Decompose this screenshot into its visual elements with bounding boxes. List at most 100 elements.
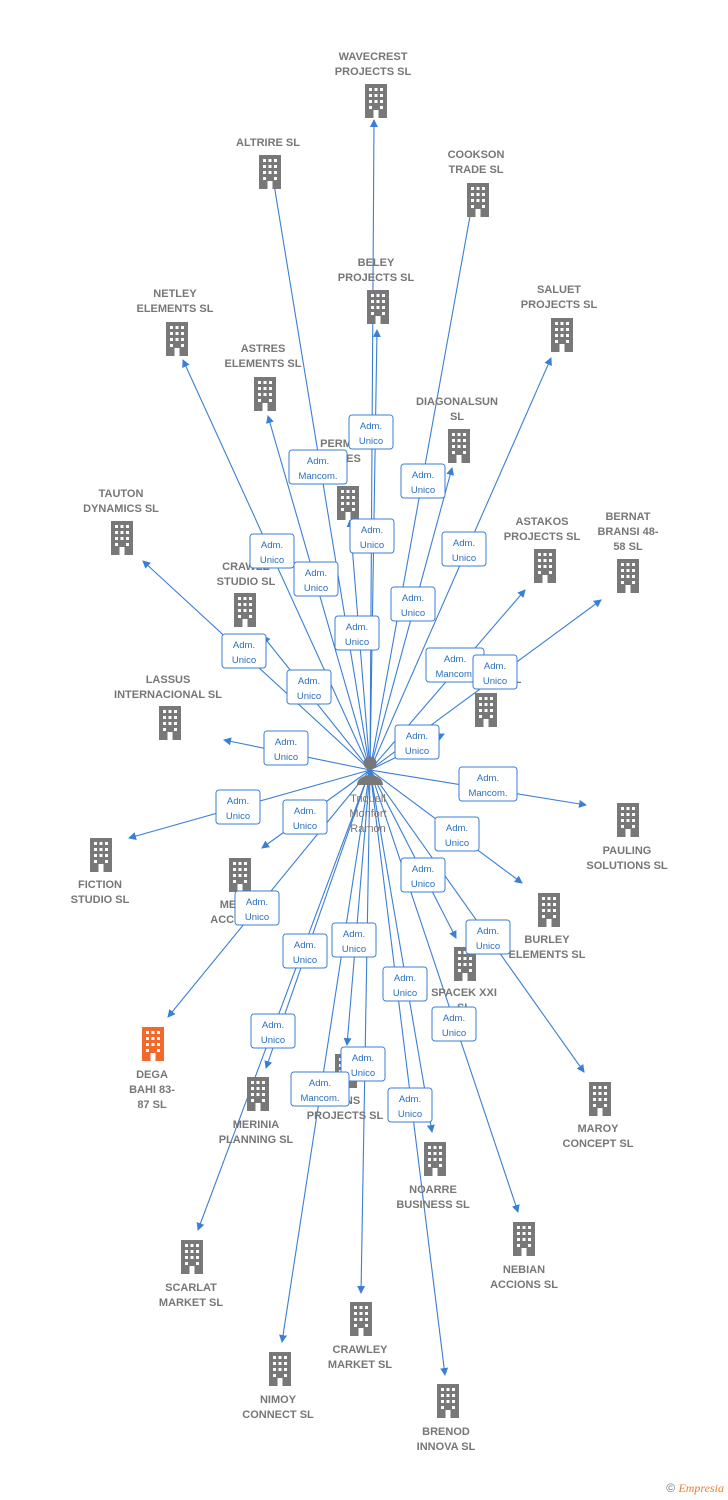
relation-label-line: Adm. xyxy=(361,525,383,536)
relation-label[interactable]: Adm.Unico xyxy=(234,890,280,926)
company-label-line: TRADE SL xyxy=(449,164,504,176)
relation-label[interactable]: Adm.Unico xyxy=(250,1013,296,1049)
brand-logo[interactable]: Empresia xyxy=(678,1481,724,1495)
building-icon xyxy=(617,559,639,593)
company-label-line: ELEMENTS SL xyxy=(508,949,585,961)
company-node-hidden-l[interactable]: L xyxy=(475,674,522,727)
person-icon xyxy=(357,756,383,785)
company-label-line: DEGA xyxy=(136,1069,168,1081)
relation-label-line: Unico xyxy=(304,583,328,594)
relation-label[interactable]: Adm.Unico xyxy=(348,414,394,450)
relation-label[interactable]: Adm.Unico xyxy=(340,1046,386,1082)
relation-label-line: Adm. xyxy=(412,470,434,481)
relation-label-line: Adm. xyxy=(227,796,249,807)
relation-label[interactable]: Adm.Unico xyxy=(282,933,328,969)
company-label-line: MERINIA xyxy=(233,1119,280,1131)
relation-label-line: Unico xyxy=(405,746,429,757)
relation-label[interactable]: Adm.Unico xyxy=(263,730,309,766)
relation-label-line: Unico xyxy=(297,691,321,702)
relation-label[interactable]: Adm.Unico xyxy=(293,561,339,597)
relation-label[interactable]: Adm.Unico xyxy=(431,1006,477,1042)
company-label-line: INTERNACIONAL SL xyxy=(114,689,222,701)
company-label-line: DIAGONALSUN xyxy=(416,396,498,408)
company-label-line: ACCIONS SL xyxy=(490,1279,558,1291)
relation-label[interactable]: Adm.Unico xyxy=(286,669,332,705)
relation-label-line: Adm. xyxy=(406,731,428,742)
relation-label[interactable]: Adm. Unico xyxy=(390,586,436,622)
relation-label-line: Adm. xyxy=(261,540,283,551)
relation-label-line: Adm. xyxy=(360,421,382,432)
copyright-symbol: © xyxy=(666,1481,676,1495)
building-icon xyxy=(589,1082,611,1116)
relation-label-line: Mancom. xyxy=(468,788,507,799)
building-icon xyxy=(437,1384,459,1418)
relation-label[interactable]: Adm.Unico xyxy=(221,633,267,669)
building-icon xyxy=(142,1027,164,1061)
relation-label-line: Adm. xyxy=(402,593,424,604)
relation-label-line: Unico xyxy=(401,608,425,619)
relation-label[interactable]: Adm.Unico xyxy=(334,615,380,651)
company-label-line: PROJECTS SL xyxy=(307,1110,384,1122)
relation-label[interactable]: Adm.Mancom. xyxy=(458,766,518,802)
company-node-altrire[interactable]: ALTRIRE SL xyxy=(236,137,300,189)
edge-tons xyxy=(343,769,371,1046)
company-label-line: SOLUTIONS SL xyxy=(586,860,668,872)
company-label-line: CRAWLEY xyxy=(333,1344,389,1356)
relation-label-line: Adm. xyxy=(352,1053,374,1064)
relation-label[interactable]: Adm.Unico xyxy=(249,533,295,569)
relation-label-line: Adm. xyxy=(443,1013,465,1024)
company-label-line: MAROY xyxy=(578,1123,620,1135)
relation-label-line: Adm. xyxy=(294,940,316,951)
relation-label[interactable]: Adm.Unico xyxy=(400,857,446,893)
relation-label[interactable]: Adm.Unico xyxy=(387,1087,433,1123)
relation-label[interactable]: Adm.Mancom. xyxy=(288,449,348,485)
relation-label-line: Adm. xyxy=(484,661,506,672)
building-icon xyxy=(90,838,112,872)
relation-label[interactable]: Adm. Unico xyxy=(394,724,440,760)
relation-label[interactable]: Adm.Unico xyxy=(434,816,480,852)
relation-label[interactable]: Adm.Unico xyxy=(282,799,328,835)
relation-label[interactable]: Adm.Unico xyxy=(331,922,377,958)
edge-scarlat xyxy=(196,769,371,1231)
company-node-crawley-market[interactable]: CRAWLEY MARKET SL xyxy=(328,1302,392,1371)
relation-label[interactable]: Adm.Unico xyxy=(441,531,487,567)
relation-label[interactable]: Adm.Unico xyxy=(349,518,395,554)
relation-label[interactable]: Adm.Unico xyxy=(400,463,446,499)
relation-label-line: Adm. xyxy=(309,1078,331,1089)
relation-label[interactable]: Adm.Mancom. xyxy=(290,1071,350,1107)
relation-label-line: Unico xyxy=(293,821,317,832)
relation-label-line: Unico xyxy=(342,944,366,955)
relation-label[interactable]: Adm.Unico xyxy=(472,654,518,690)
company-label-line: MARKET SL xyxy=(328,1359,392,1371)
relation-label[interactable]: Adm.Unico xyxy=(215,789,261,825)
relation-label[interactable]: Adm.Unico xyxy=(465,919,511,955)
company-label-line: SALUET xyxy=(537,284,581,296)
relation-label[interactable]: Adm.Unico xyxy=(382,966,428,1002)
